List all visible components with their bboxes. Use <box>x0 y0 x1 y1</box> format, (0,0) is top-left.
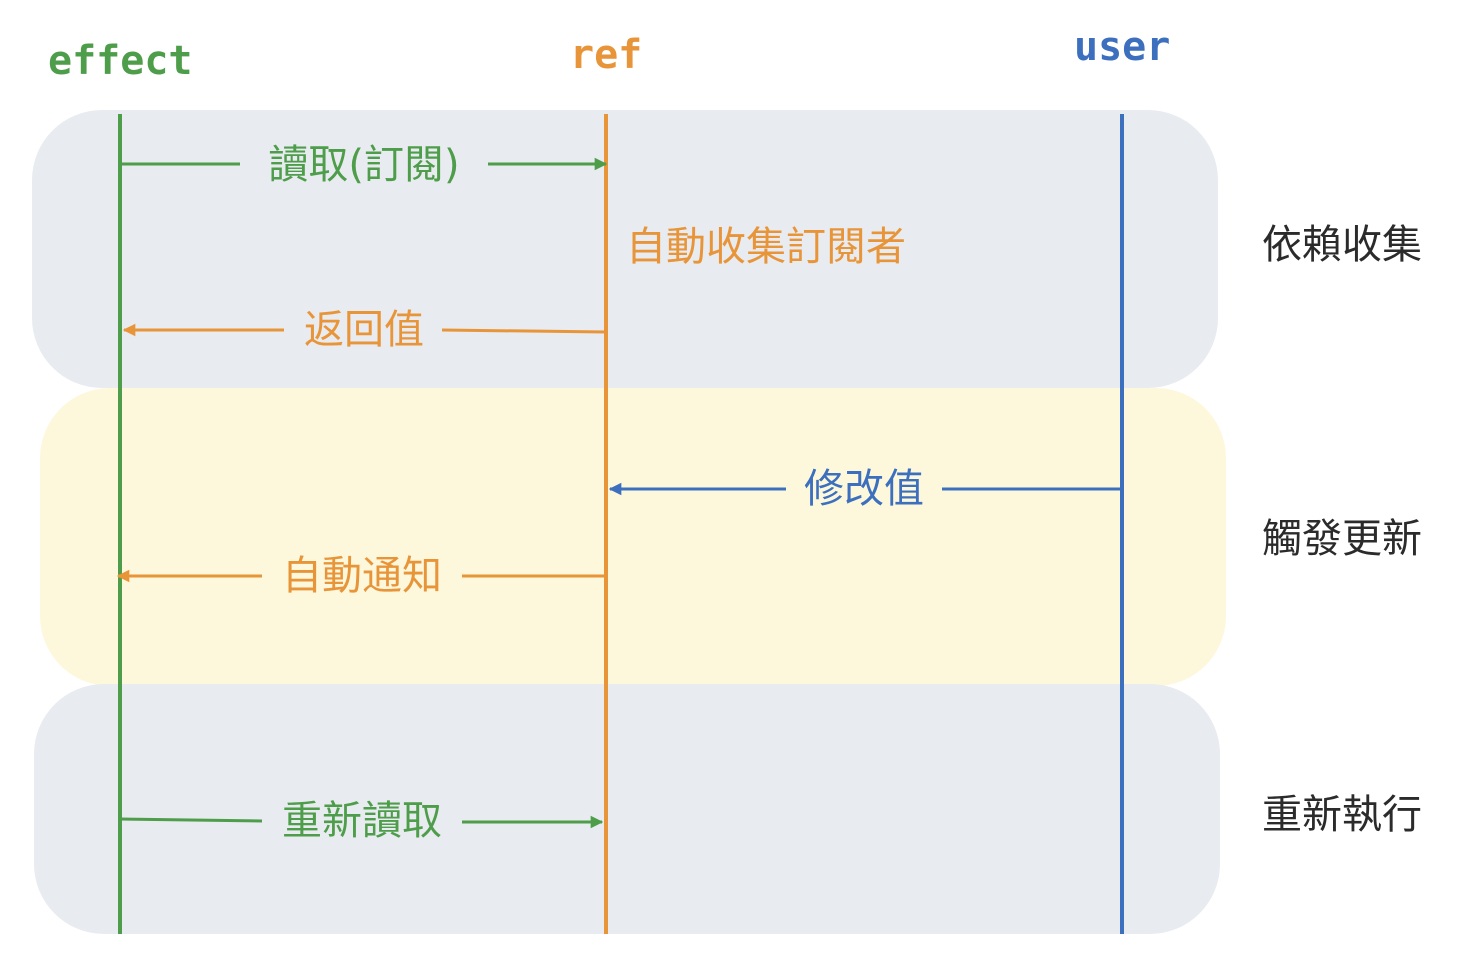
phase-label-trigger-update: 觸發更新 <box>1262 516 1422 562</box>
re-read-arrow-tail <box>119 817 263 823</box>
phase-label-re-execute: 重新執行 <box>1262 792 1422 838</box>
modify-value-label: 修改值 <box>804 466 924 512</box>
phase-band-trigger-update <box>40 388 1226 686</box>
participant-effect-label: effect <box>48 38 193 84</box>
auto-collect-note: 自動收集訂閱者 <box>626 224 906 270</box>
return-value-label: 返回值 <box>304 307 424 353</box>
participant-ref-label: ref <box>570 32 642 78</box>
re-read-label: 重新讀取 <box>282 798 442 844</box>
phase-band-dependency-collection <box>32 110 1218 388</box>
auto-notify-label: 自動通知 <box>282 553 442 599</box>
participant-user-label: user <box>1074 24 1170 70</box>
phase-label-dependency-collection: 依賴收集 <box>1262 222 1422 268</box>
read-subscribe-label: 讀取(訂閱) <box>268 142 459 188</box>
phase-band-re-execute <box>34 684 1220 934</box>
return-value-arrow-tail <box>441 328 607 334</box>
